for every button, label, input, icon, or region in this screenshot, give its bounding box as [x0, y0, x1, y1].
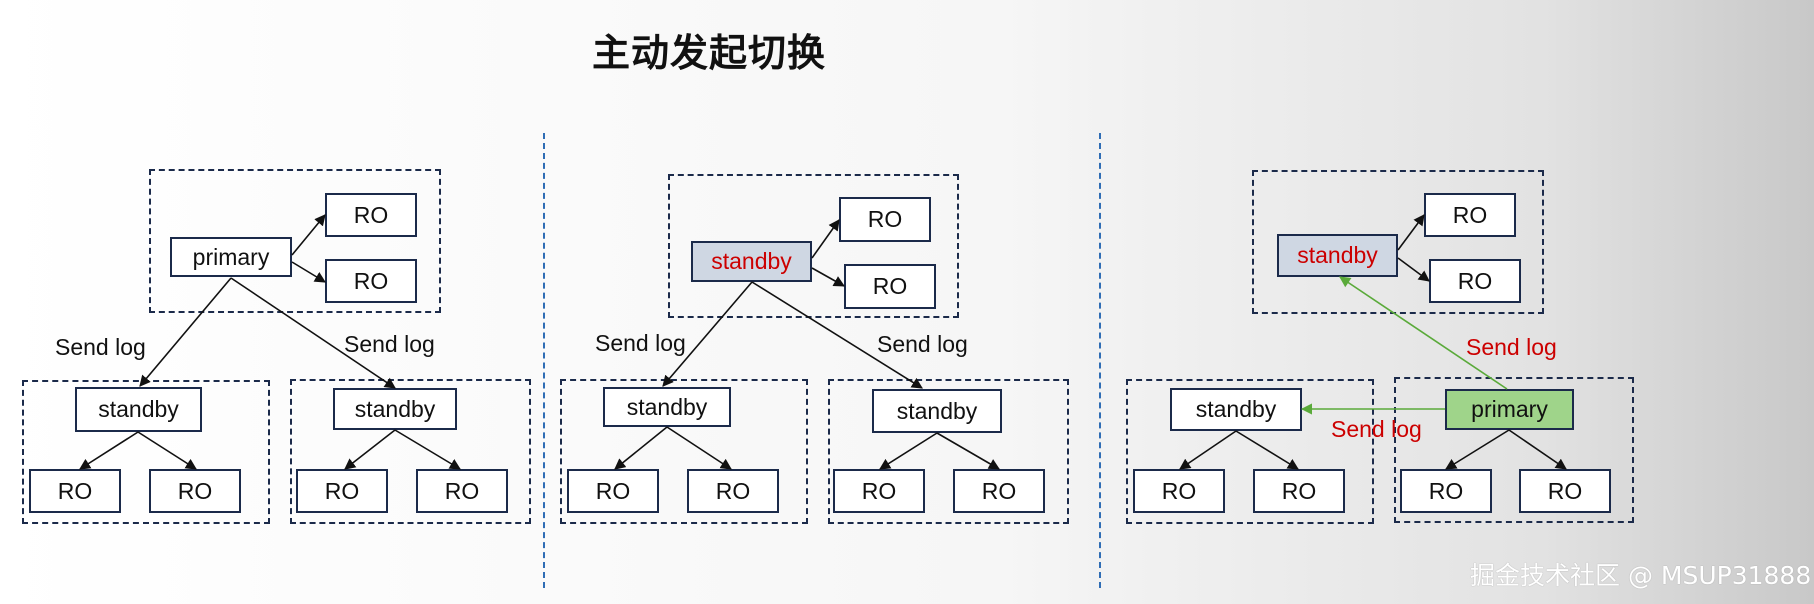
ro-node: RO [1519, 469, 1611, 513]
send-log-label: Send log [1466, 334, 1557, 360]
ro-node: RO [687, 469, 779, 513]
primary-node: primary [170, 237, 292, 277]
ro-node: RO [1424, 193, 1516, 237]
right-group [290, 379, 531, 524]
send-log-label: Send log [877, 331, 968, 357]
ro-node: RO [567, 469, 659, 513]
page-title: 主动发起切换 [592, 31, 827, 75]
ro-node: RO [953, 469, 1045, 513]
ro-node: RO [29, 469, 121, 513]
standby-node-highlighted: standby [691, 241, 812, 282]
ro-node: RO [833, 469, 925, 513]
ro-node: RO [1400, 469, 1492, 513]
ro-node: RO [1429, 259, 1521, 303]
primary-node-highlighted: primary [1445, 389, 1574, 430]
watermark: 掘金技术社区 @ MSUP31888 [1470, 561, 1812, 590]
standby-node: standby [872, 389, 1002, 433]
ro-node: RO [325, 259, 417, 303]
ro-node: RO [844, 264, 936, 309]
ro-node: RO [1253, 469, 1345, 513]
right-group [828, 379, 1069, 524]
send-log-label: Send log [344, 331, 435, 357]
ro-node: RO [325, 193, 417, 237]
send-log-label: Send log [595, 330, 686, 356]
ro-node: RO [296, 469, 388, 513]
ro-node: RO [149, 469, 241, 513]
panel-divider-2 [1099, 133, 1101, 588]
send-log-label: Send log [55, 334, 146, 360]
right-group [1394, 377, 1634, 523]
standby-node: standby [333, 388, 457, 430]
ro-node: RO [839, 197, 931, 242]
ro-node: RO [1133, 469, 1225, 513]
standby-node: standby [75, 387, 202, 432]
standby-node: standby [1170, 388, 1302, 431]
standby-node: standby [603, 387, 731, 427]
standby-node-highlighted: standby [1277, 234, 1398, 277]
ro-node: RO [416, 469, 508, 513]
panel-divider-1 [543, 133, 545, 588]
send-log-label: Send log [1331, 416, 1422, 442]
left-group [1126, 379, 1374, 524]
